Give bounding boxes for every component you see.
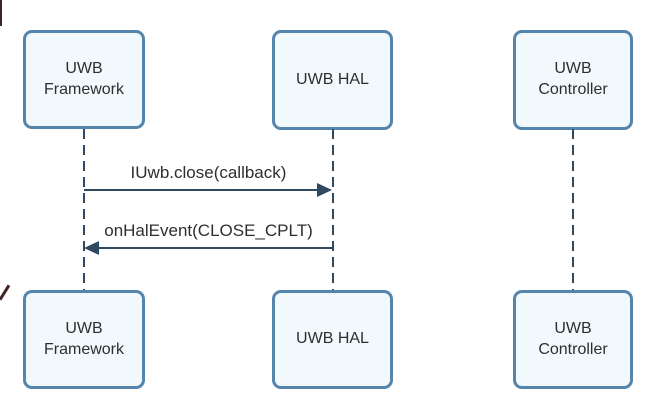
- message-label-onhalevent: onHalEvent(CLOSE_CPLT): [104, 221, 313, 240]
- lifeline-uwb-hal: [332, 129, 334, 290]
- lifeline-uwb-controller: [572, 129, 574, 290]
- arrowhead-right-icon: [317, 183, 332, 197]
- actor-box-uwb-hal-bottom: UWB HAL: [272, 290, 393, 389]
- edge-artifact-top: [0, 0, 2, 26]
- lifeline-uwb-framework: [83, 129, 85, 290]
- message-label-iuwb-close: IUwb.close(callback): [130, 163, 287, 182]
- edge-artifact-left: [0, 284, 11, 301]
- message-arrow-left-line: [99, 247, 333, 249]
- actor-box-uwb-hal-top: UWB HAL: [272, 30, 393, 130]
- actor-box-uwb-framework-top: UWB Framework: [23, 30, 145, 129]
- message-arrow-right-line: [84, 189, 318, 191]
- arrowhead-left-icon: [84, 241, 99, 255]
- actor-box-uwb-controller-top: UWB Controller: [513, 30, 633, 130]
- actor-box-uwb-controller-bottom: UWB Controller: [513, 290, 633, 389]
- actor-box-uwb-framework-bottom: UWB Framework: [23, 290, 145, 389]
